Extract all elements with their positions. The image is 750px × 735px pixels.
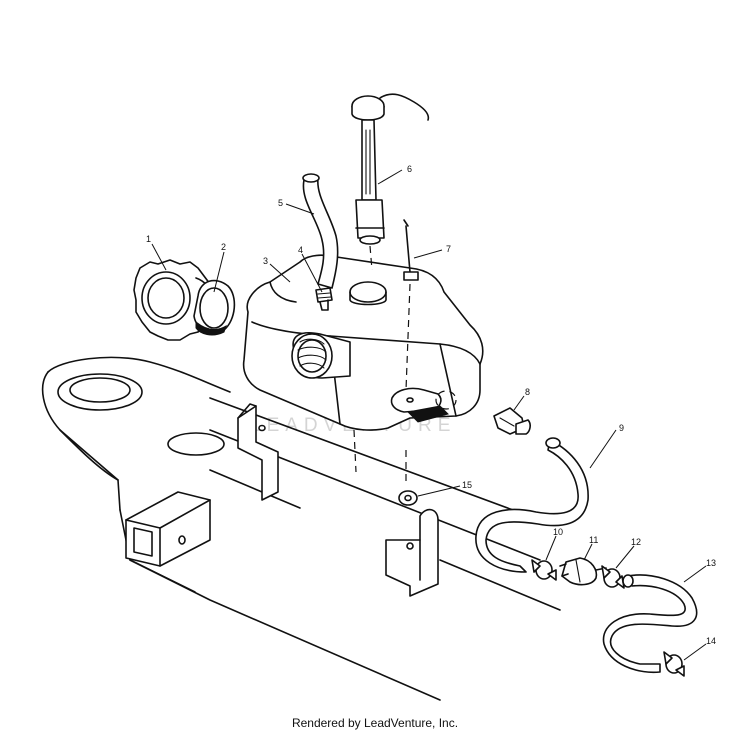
callout-13: 13	[706, 558, 716, 568]
callout-15: 15	[462, 480, 472, 490]
fuel-hose	[475, 437, 589, 573]
callout-10: 10	[553, 527, 563, 537]
callout-4: 4	[298, 245, 303, 255]
hose-clamp-10	[531, 559, 557, 581]
callout-6: 6	[407, 164, 412, 174]
cap-gasket	[193, 279, 236, 336]
outlet-hose	[602, 574, 698, 674]
callout-7: 7	[446, 244, 451, 254]
callout-5: 5	[278, 198, 283, 208]
callout-labels: 1 2 3 4 5 6 7 8 9 10 11 12 13 14 15	[146, 164, 716, 646]
vent-hose	[302, 173, 339, 289]
callout-3: 3	[263, 256, 268, 266]
fuel-tank	[242, 254, 484, 486]
fuel-gauge-sender	[351, 93, 430, 271]
callout-9: 9	[619, 423, 624, 433]
callout-11: 11	[589, 535, 598, 545]
callout-14: 14	[706, 636, 716, 646]
leader-lines	[151, 169, 707, 661]
hose-clamp-14	[663, 651, 685, 677]
callout-8: 8	[525, 387, 530, 397]
vent-fitting	[315, 287, 333, 311]
callout-1: 1	[146, 234, 151, 244]
chassis-frame	[41, 356, 561, 701]
footer-credit: Rendered by LeadVenture, Inc.	[291, 716, 459, 730]
pickup-tube	[403, 219, 419, 391]
washer	[398, 490, 418, 506]
callout-2: 2	[221, 242, 226, 252]
hose-clamp-12	[601, 565, 625, 589]
fuel-fitting	[493, 407, 531, 435]
inline-fuel-filter	[559, 557, 607, 586]
callout-12: 12	[631, 537, 641, 547]
